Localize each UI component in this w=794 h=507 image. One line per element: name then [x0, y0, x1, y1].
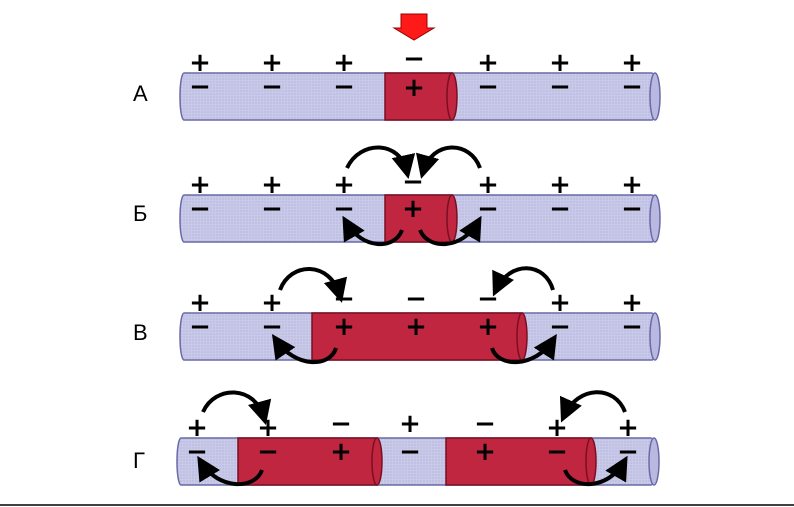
- excited-segment-right: [445, 437, 597, 486]
- charge-sign: −: [402, 167, 424, 197]
- charge-sign: −: [399, 437, 421, 467]
- row-b: Б + + + − + + + − − − + −: [133, 145, 661, 246]
- current-arrow-icon: [492, 266, 555, 297]
- charge-sign: −: [621, 312, 643, 342]
- current-arrow-icon: [490, 333, 557, 364]
- current-arrow-icon: [278, 267, 348, 303]
- inside-charges: − − − + − − −: [189, 194, 643, 224]
- charge-sign: −: [189, 72, 211, 102]
- charge-sign: +: [546, 413, 568, 443]
- charge-sign: −: [474, 409, 496, 439]
- charge-sign: +: [257, 413, 279, 443]
- stimulus-arrow-icon: [392, 13, 436, 41]
- outside-charges: + + − + − + +: [186, 409, 639, 443]
- charge-sign: +: [477, 170, 499, 200]
- charge-sign: −: [477, 72, 499, 102]
- charge-sign: +: [261, 48, 283, 78]
- charge-sign: +: [477, 48, 499, 78]
- charge-sign: −: [621, 72, 643, 102]
- charge-sign: +: [405, 312, 427, 342]
- excited-segment: [384, 72, 458, 121]
- charge-sign: +: [621, 288, 643, 318]
- charge-sign: −: [546, 437, 568, 467]
- row-label: Г: [133, 448, 145, 473]
- charge-sign: +: [402, 194, 424, 224]
- charge-sign: −: [477, 194, 499, 224]
- charge-sign: −: [257, 437, 279, 467]
- charge-sign: +: [189, 48, 211, 78]
- charge-sign: +: [399, 409, 421, 439]
- local-current-arrows: [342, 145, 482, 246]
- charge-sign: −: [333, 284, 355, 314]
- excited-segment: [311, 312, 528, 361]
- outside-charges: + + + − + + +: [189, 44, 643, 78]
- charge-sign: +: [549, 288, 571, 318]
- row-label: Б: [133, 201, 147, 226]
- row-label: А: [133, 81, 148, 106]
- inside-charges: − − + + + − −: [189, 312, 643, 342]
- charge-sign: −: [333, 194, 355, 224]
- charge-sign: +: [333, 48, 355, 78]
- current-arrow-icon: [418, 215, 482, 246]
- current-arrow-icon: [345, 145, 416, 180]
- charge-sign: −: [261, 72, 283, 102]
- charge-sign: +: [261, 288, 283, 318]
- charge-sign: −: [261, 194, 283, 224]
- charge-sign: +: [189, 288, 211, 318]
- excited-segment-left: [237, 437, 383, 486]
- charge-sign: +: [189, 170, 211, 200]
- charge-sign: −: [186, 437, 208, 467]
- charge-sign: +: [621, 170, 643, 200]
- charge-sign: +: [403, 73, 425, 103]
- charge-sign: +: [333, 312, 355, 342]
- charge-sign: +: [330, 437, 352, 467]
- charge-sign: +: [333, 170, 355, 200]
- charge-sign: −: [549, 194, 571, 224]
- row-g: Г + + − + − + + − −: [133, 390, 660, 486]
- row-a: А + + + − + + + − − − + − − −: [133, 44, 661, 121]
- current-arrow-icon: [197, 455, 264, 486]
- local-current-arrows: [197, 390, 628, 486]
- inside-charges: − − − + − − −: [189, 72, 643, 103]
- outside-charges: + + − − − + +: [189, 284, 643, 318]
- charge-sign: −: [189, 194, 211, 224]
- outside-charges: + + + − + + +: [189, 167, 643, 200]
- charge-sign: −: [403, 44, 425, 74]
- charge-sign: +: [549, 48, 571, 78]
- row-v: В + + − − − + + − − + + +: [133, 266, 661, 364]
- charge-sign: −: [405, 284, 427, 314]
- charge-sign: +: [474, 437, 496, 467]
- inside-charges: − − + − + − −: [186, 437, 639, 467]
- current-arrow-icon: [563, 455, 628, 486]
- current-arrow-icon: [342, 215, 404, 246]
- charge-sign: −: [477, 284, 499, 314]
- charge-sign: +: [617, 413, 639, 443]
- charge-sign: −: [333, 72, 355, 102]
- current-arrow-icon: [201, 390, 272, 425]
- local-current-arrows: [271, 266, 557, 364]
- charge-sign: −: [549, 72, 571, 102]
- charge-sign: −: [617, 437, 639, 467]
- charge-sign: −: [189, 312, 211, 342]
- charge-sign: +: [549, 170, 571, 200]
- charge-sign: +: [621, 48, 643, 78]
- row-label: В: [133, 320, 148, 345]
- charge-sign: −: [330, 409, 352, 439]
- current-arrow-icon: [271, 334, 338, 364]
- charge-sign: −: [549, 312, 571, 342]
- current-arrow-icon: [416, 145, 482, 179]
- charge-sign: +: [477, 312, 499, 342]
- charge-sign: −: [621, 194, 643, 224]
- charge-sign: −: [261, 312, 283, 342]
- excited-segment: [384, 194, 458, 243]
- charge-sign: +: [186, 413, 208, 443]
- current-arrow-icon: [559, 390, 627, 423]
- charge-sign: +: [261, 170, 283, 200]
